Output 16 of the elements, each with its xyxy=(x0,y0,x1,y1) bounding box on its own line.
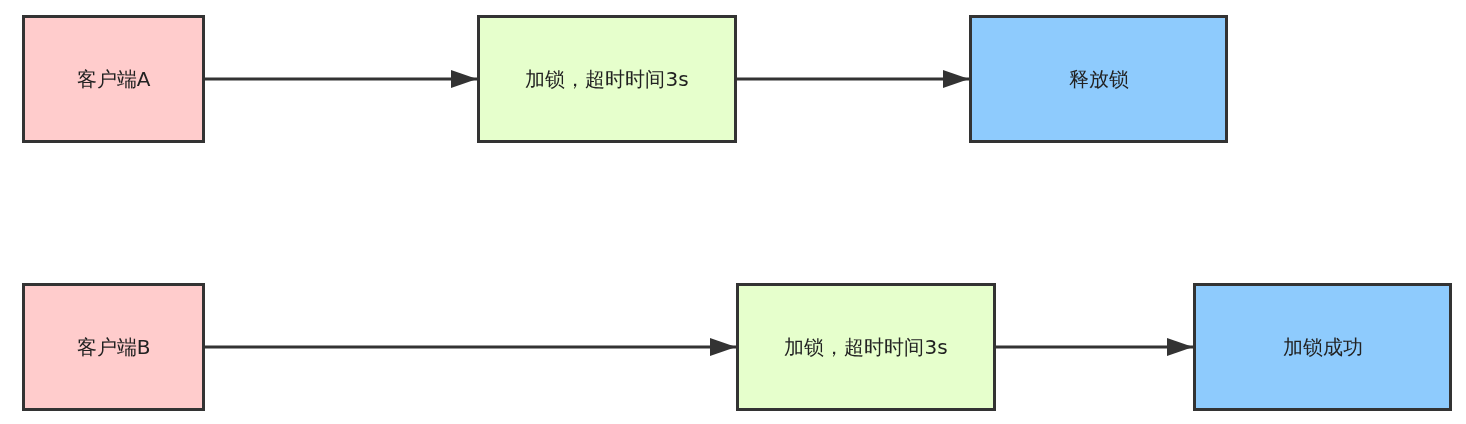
process-box xyxy=(22,283,205,411)
box-label: 释放锁 xyxy=(1068,65,1129,93)
process-box xyxy=(1193,283,1452,411)
box-label: 加锁，超时时间3s xyxy=(784,333,948,361)
process-box xyxy=(969,15,1228,143)
process-box xyxy=(736,283,996,411)
arrow xyxy=(205,338,736,356)
box-label: 加锁，超时时间3s xyxy=(525,65,689,93)
box-label: 客户端B xyxy=(76,333,151,361)
arrow xyxy=(996,338,1193,356)
process-box xyxy=(477,15,737,143)
arrow xyxy=(205,70,477,88)
box-label: 加锁成功 xyxy=(1282,333,1363,361)
box-label: 客户端A xyxy=(76,65,151,93)
arrow xyxy=(737,70,969,88)
process-box xyxy=(22,15,205,143)
